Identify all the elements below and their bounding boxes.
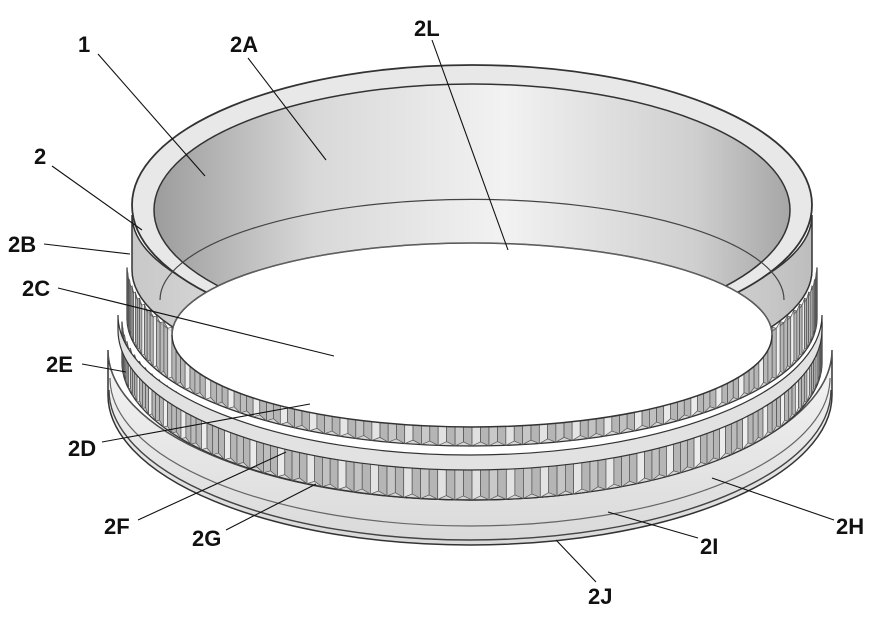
label-2I: 2I xyxy=(700,534,718,559)
upper-tooth-tooth-face xyxy=(775,320,781,380)
upper-tooth-tooth-face xyxy=(146,309,151,362)
upper-tooth-tooth-flank xyxy=(144,304,148,362)
leader-2A xyxy=(247,57,327,161)
upper-tooth-tooth-flank xyxy=(771,326,777,379)
inner-lip xyxy=(171,242,773,336)
upper-tooth-tooth-face xyxy=(790,309,795,368)
leader-2B xyxy=(43,243,131,255)
separator-ring xyxy=(117,314,823,471)
leader-2H xyxy=(711,477,835,521)
upper-tooth-tooth-face xyxy=(152,315,157,368)
upper-tooth-tooth-face xyxy=(801,298,805,356)
label-2L: 2L xyxy=(414,16,440,41)
leader-1 xyxy=(97,53,206,177)
leader-2C xyxy=(57,287,335,357)
leader-lines xyxy=(43,39,835,583)
upper-tooth-tooth-flank xyxy=(793,309,798,362)
label-2D: 2D xyxy=(68,436,96,461)
upper-tooth-tooth-face xyxy=(783,315,788,373)
leader-2F xyxy=(137,451,287,521)
upper-tooth-tooth-face xyxy=(141,303,145,356)
upper-tooth-tooth-flank xyxy=(787,315,792,368)
top-rim xyxy=(131,64,813,428)
label-2E: 2E xyxy=(46,352,73,377)
inner-wall-bottom-edge xyxy=(159,198,785,301)
leader-2 xyxy=(51,165,143,231)
leader-2G xyxy=(225,483,317,531)
base-flange-groove-lower xyxy=(108,389,832,541)
upper-tooth-tooth-face xyxy=(159,321,165,374)
label-2G: 2G xyxy=(192,526,221,551)
upper-tooth-tooth-flank xyxy=(139,298,143,356)
base-flange-groove-upper xyxy=(109,377,831,527)
upper-tooth-tooth-face xyxy=(796,304,800,362)
leader-2I xyxy=(607,511,699,539)
label-2B: 2B xyxy=(8,232,36,257)
upper-tooth-tooth-flank xyxy=(799,303,803,356)
label-2F: 2F xyxy=(104,514,130,539)
label-2J: 2J xyxy=(588,584,612,609)
ring-opening xyxy=(171,242,773,428)
upper-tooth-tooth-flank xyxy=(163,320,169,380)
label-2A: 2A xyxy=(230,32,258,57)
upper-tooth-tooth-flank xyxy=(149,309,154,368)
label-1: 1 xyxy=(78,32,90,57)
callout-labels: 1 2 2A 2L 2B 2C 2E 2D 2F 2G 2H 2I 2J xyxy=(8,16,864,609)
leader-2J xyxy=(555,539,597,583)
leader-2L xyxy=(431,39,509,251)
label-2C: 2C xyxy=(22,276,50,301)
label-2H: 2H xyxy=(836,514,864,539)
label-2: 2 xyxy=(34,144,46,169)
upper-tooth-tooth-flank xyxy=(779,321,785,374)
separator-ring-body xyxy=(117,314,823,471)
leader-2E xyxy=(81,363,127,373)
upper-tooth-tooth-flank xyxy=(156,315,161,373)
upper-tooth-tooth-face xyxy=(167,326,173,379)
leader-2D xyxy=(101,403,311,443)
